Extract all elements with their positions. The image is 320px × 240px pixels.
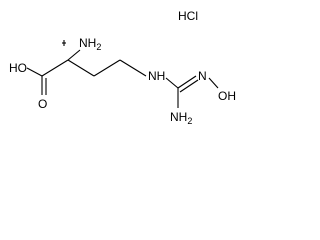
bond-c-calpha	[41, 59, 69, 77]
guanidine-amine-label: NH2	[170, 110, 192, 126]
hydroxyl-label: HO	[9, 61, 27, 75]
bond-c-n-double-1	[177, 75, 197, 89]
bond-c-n-double-2	[179, 79, 199, 93]
structure-canvas: HCl NH2 HO O NH N OH	[0, 0, 252, 135]
bond-o-c	[26, 67, 43, 77]
bond-chain-1	[67, 59, 95, 77]
oxime-oh-label: OH	[218, 89, 236, 103]
oxime-n-label: N	[198, 69, 207, 83]
molecule-drawing: HCl NH2 HO O NH N OH	[9, 9, 236, 126]
bond-calpha-n	[67, 49, 81, 61]
carbonyl-o-label: O	[38, 97, 47, 111]
bond-nh-cguan	[165, 77, 179, 89]
bond-n-oh	[208, 77, 219, 89]
alpha-amine-label: NH2	[79, 36, 101, 52]
chain-nh-label: NH	[148, 69, 165, 83]
salt-label: HCl	[178, 9, 198, 23]
bond-chain-2	[93, 59, 121, 77]
bond-chain-3	[119, 59, 147, 77]
